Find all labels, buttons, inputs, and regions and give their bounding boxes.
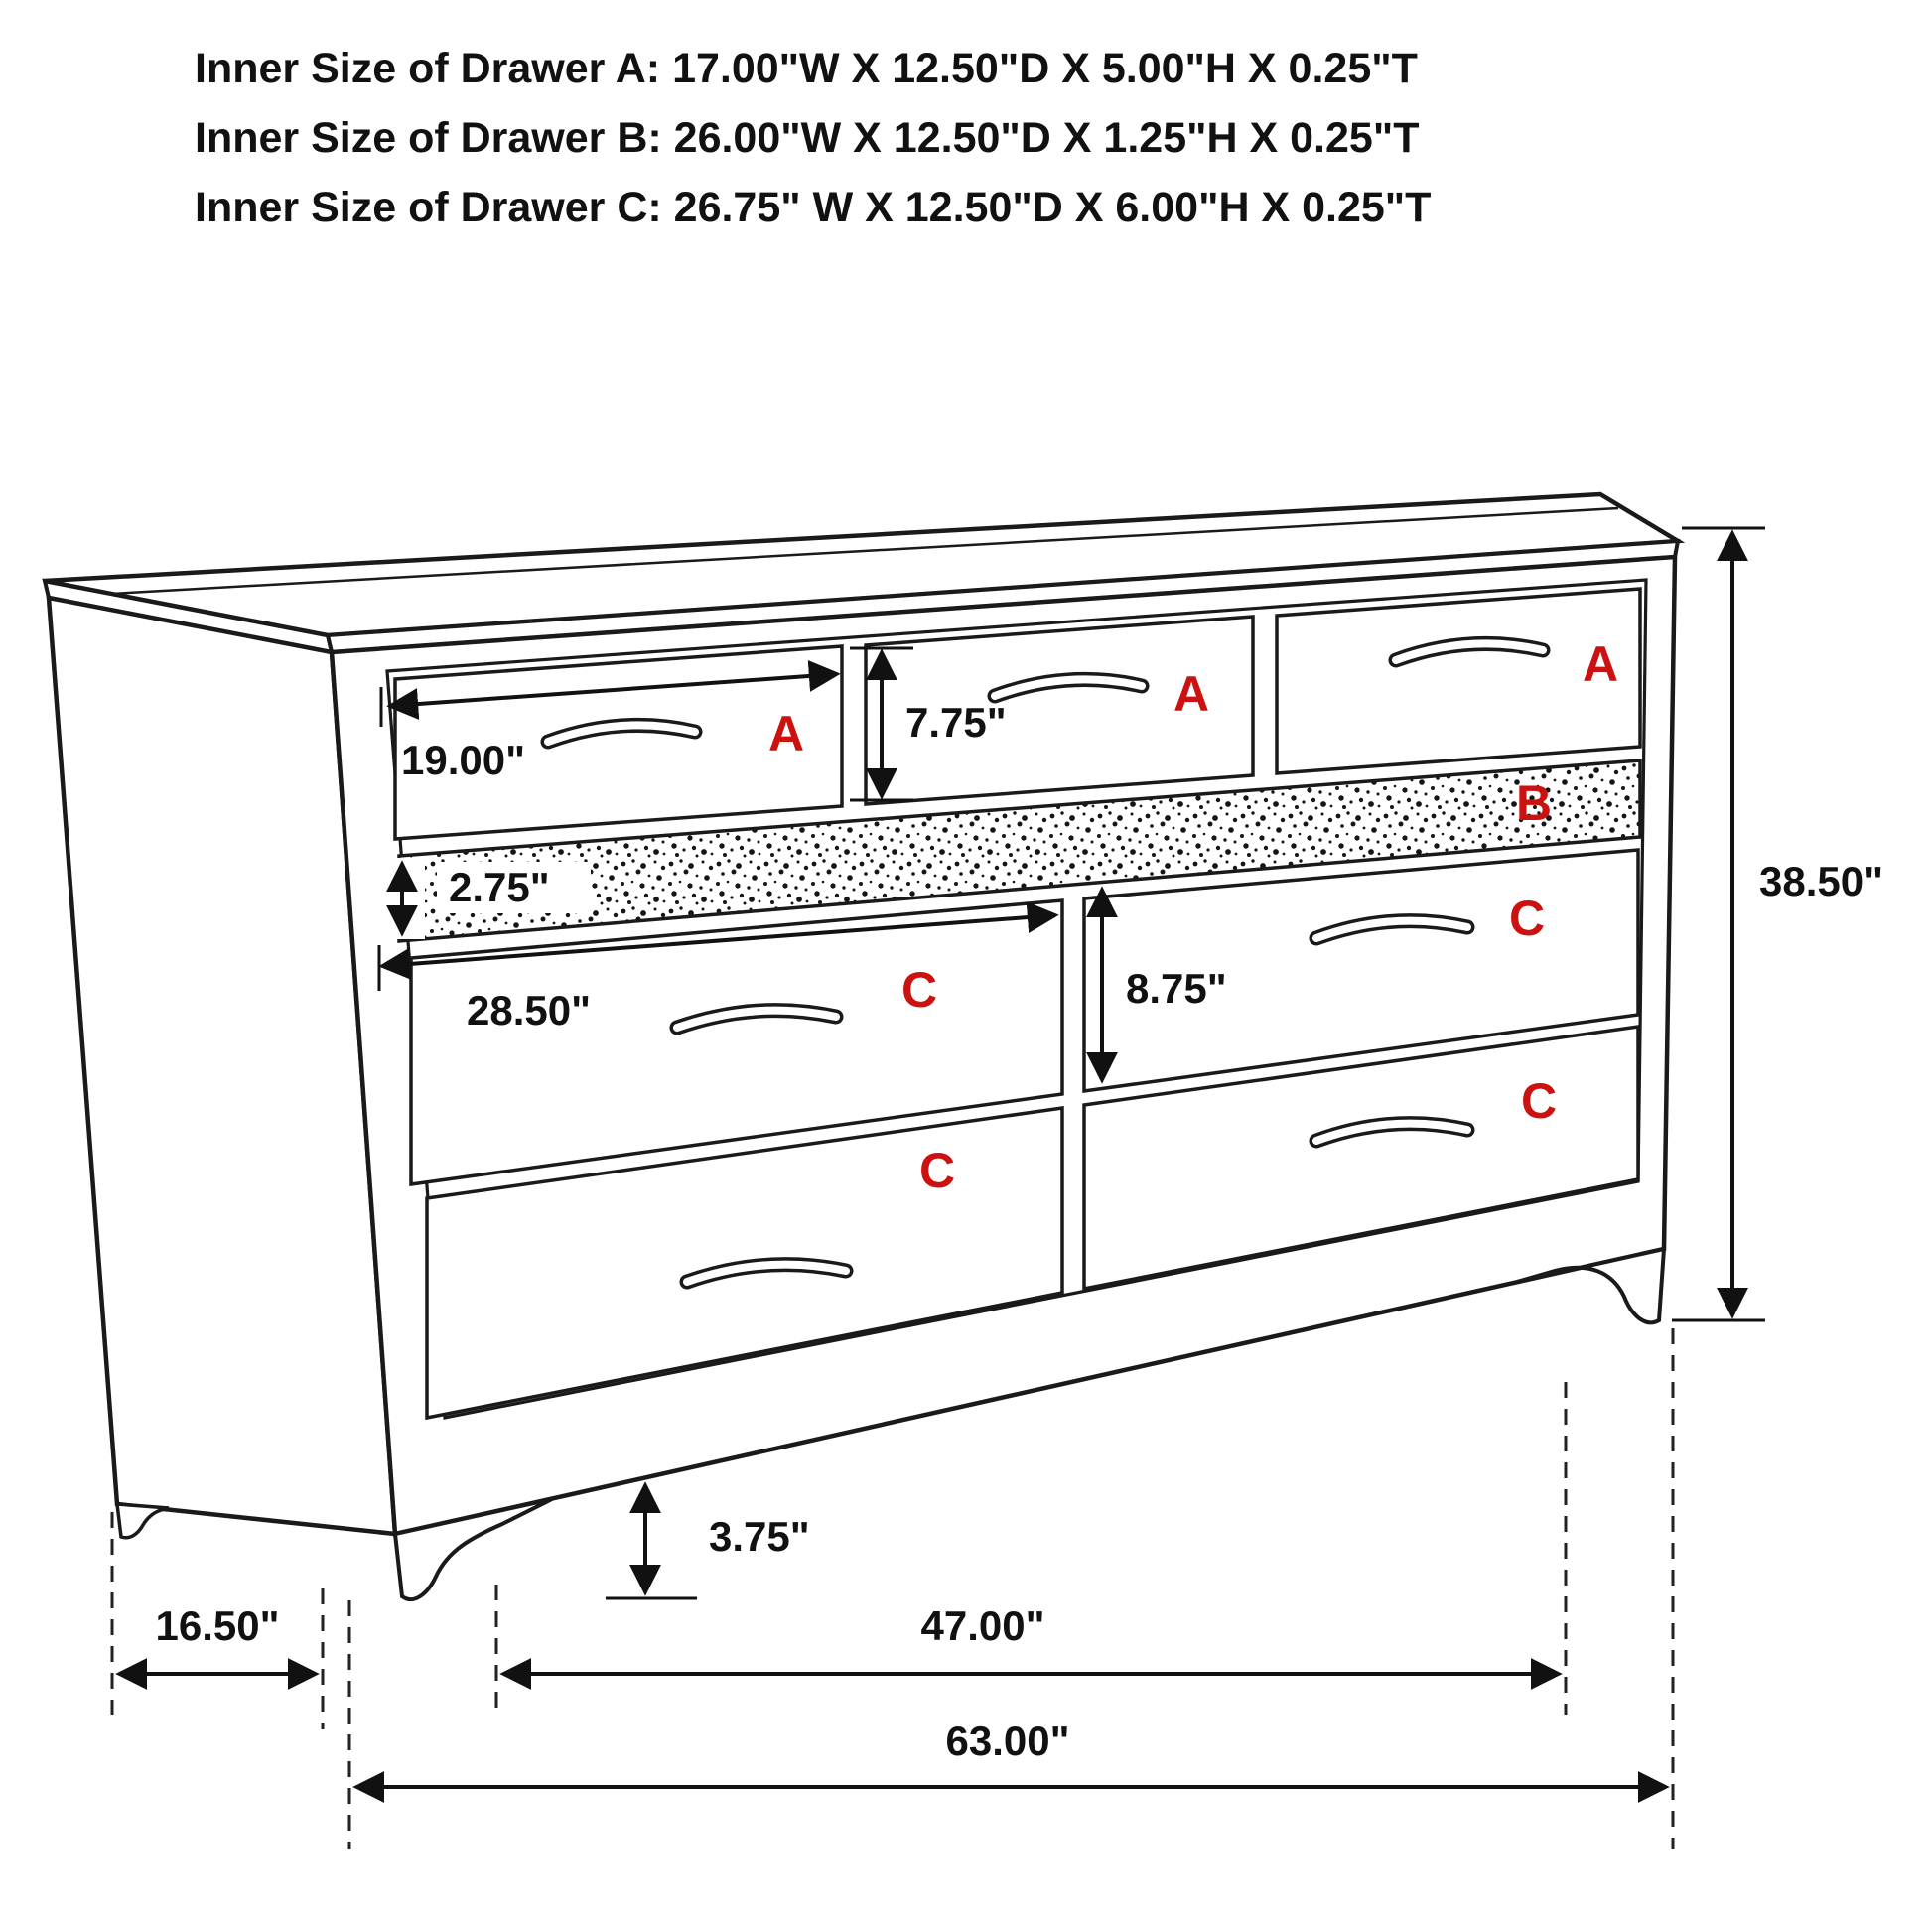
drawer-a-top-left-handle-icon xyxy=(540,717,703,750)
dim-drawer-c-height: 8.75" xyxy=(1086,886,1227,1084)
dim-label-drawer-c-height: 8.75" xyxy=(1126,965,1227,1012)
label-drawer-b: B xyxy=(1516,775,1552,831)
front-right-foot xyxy=(1516,1246,1667,1325)
dim-label-depth: 16.50" xyxy=(155,1602,279,1649)
dim-label-total-height: 38.50" xyxy=(1759,858,1883,904)
label-drawer-c-mid-left: C xyxy=(901,962,937,1018)
drawer-a-top-right-handle-icon xyxy=(1388,635,1551,668)
inner-size-header: Inner Size of Drawer A: 17.00"W X 12.50"… xyxy=(195,34,1431,242)
dim-label-foot-height: 3.75" xyxy=(709,1513,810,1560)
inner-size-line-b: Inner Size of Drawer B: 26.00"W X 12.50"… xyxy=(195,114,1420,162)
front-left-foot xyxy=(392,1497,553,1602)
dim-total-height: 38.50" xyxy=(1672,526,1883,1322)
label-drawer-a-top-right: A xyxy=(1583,636,1618,692)
drawer-c-bottom-right xyxy=(1082,1024,1640,1292)
drawer-a-top-middle-handle-icon xyxy=(987,671,1150,704)
dim-label-drawer-a-width: 19.00" xyxy=(401,737,525,783)
drawer-c-mid-right xyxy=(1082,848,1640,1094)
dim-label-drawer-c-width: 28.50" xyxy=(467,987,591,1034)
dim-label-drawer-b-height: 2.75" xyxy=(449,864,550,910)
drawer-c-mid-right-handle-icon xyxy=(1309,913,1475,946)
label-drawer-a-top-middle: A xyxy=(1173,666,1209,722)
dim-feet-span: 47.00" xyxy=(494,1382,1568,1715)
top-slab-inset-line xyxy=(110,506,1619,596)
back-left-foot xyxy=(115,1502,170,1540)
inner-size-line-a: Inner Size of Drawer A: 17.00"W X 12.50"… xyxy=(195,45,1418,92)
dim-foot-height: 3.75" xyxy=(606,1481,810,1600)
dim-depth: 16.50" xyxy=(110,1512,325,1729)
drawer-c-bottom-left-handle-icon xyxy=(679,1257,854,1290)
label-drawer-c-mid-right: C xyxy=(1509,891,1545,946)
drawer-a-top-right xyxy=(1275,587,1642,775)
dim-total-width: 63.00" xyxy=(347,1328,1675,1849)
label-drawer-c-bottom-right: C xyxy=(1521,1073,1557,1129)
dim-drawer-a-height: 7.75" xyxy=(850,646,1007,802)
drawer-c-bottom-right-handle-icon xyxy=(1309,1116,1475,1149)
inner-size-line-c: Inner Size of Drawer C: 26.75" W X 12.50… xyxy=(195,184,1432,231)
dim-drawer-a-width: 19.00" xyxy=(379,659,841,783)
drawer-c-mid-left-handle-icon xyxy=(669,1003,844,1035)
label-drawer-a-top-left: A xyxy=(768,706,804,761)
dim-label-total-width: 63.00" xyxy=(945,1718,1069,1764)
dim-drawer-c-width: 28.50" xyxy=(377,901,1059,1034)
dim-label-drawer-a-height: 7.75" xyxy=(905,699,1007,746)
dim-label-feet-span: 47.00" xyxy=(920,1602,1044,1649)
label-drawer-c-bottom-left: C xyxy=(919,1143,955,1198)
